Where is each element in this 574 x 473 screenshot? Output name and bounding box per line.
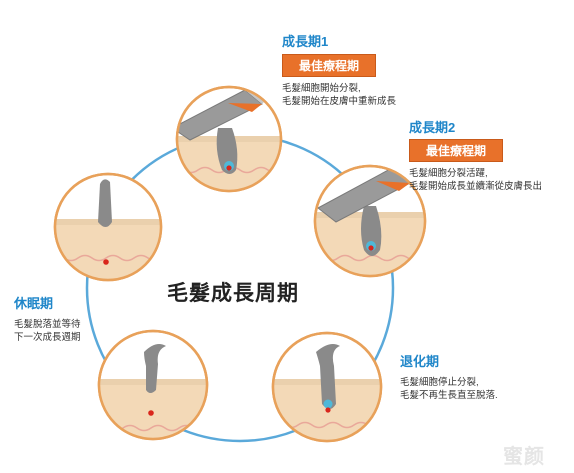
stage-anagen-1-desc-line-1: 毛髮細胞開始分裂,: [282, 83, 361, 94]
stage-catagen-block: 退化期 毛髮細胞停止分裂, 毛髮不再生長直至脫落.: [400, 351, 498, 402]
stage-anagen-2-badge: 最佳療程期: [409, 139, 504, 162]
stage-new-growth-circle: [53, 172, 163, 282]
stage-telogen-desc-line-1: 毛髮脫落並等待: [14, 319, 81, 330]
stage-anagen-1-desc-line-2: 毛髮開始在皮膚中重新成長: [282, 96, 397, 107]
stage-catagen-circle: [271, 331, 383, 443]
watermark: 蜜颜: [503, 446, 545, 468]
stage-telogen-desc-line-2: 下一次成長週期: [14, 332, 81, 343]
stage-catagen-desc-line-2: 毛髮不再生長直至脫落.: [400, 390, 498, 401]
stage-telogen-block: 休眠期 毛髮脫落並等待 下一次成長週期: [14, 293, 81, 344]
stage-telogen-title: 休眠期: [14, 296, 54, 311]
stage-anagen-2-desc-line-1: 毛髮細胞分裂活躍,: [409, 168, 488, 179]
stage-anagen-2-title: 成長期2: [409, 120, 456, 135]
stage-telogen-circle: [97, 329, 209, 441]
stage-anagen-1-block: 成長期1 最佳療程期 毛髮細胞開始分裂, 毛髮開始在皮膚中重新成長: [282, 31, 396, 108]
diagram-center-title: 毛髮成長周期: [167, 282, 299, 305]
stage-anagen-2-block: 成長期2 最佳療程期 毛髮細胞分裂活躍, 毛髮開始成長並續漸從皮膚長出: [409, 117, 542, 193]
stage-catagen-desc-line-1: 毛髮細胞停止分裂,: [400, 377, 479, 388]
stage-anagen-1-title: 成長期1: [282, 34, 329, 49]
stage-anagen-2-desc-line-2: 毛髮開始成長並續漸從皮膚長出: [409, 181, 543, 192]
stage-anagen-1-badge: 最佳療程期: [282, 54, 377, 77]
stage-catagen-title: 退化期: [400, 354, 440, 369]
stage-anagen-1-circle: [175, 85, 283, 193]
